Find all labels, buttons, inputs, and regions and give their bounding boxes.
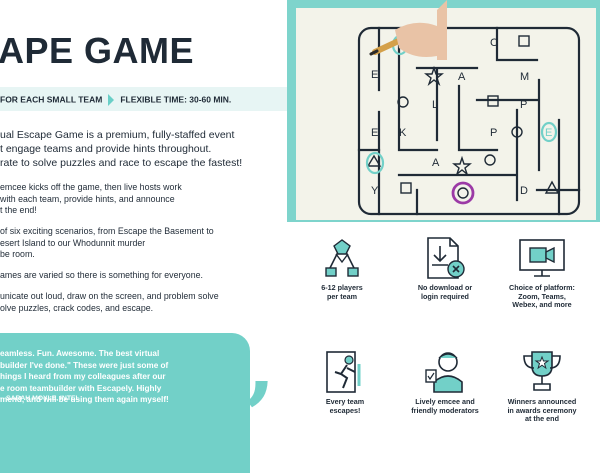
feature-label-platform: Choice of platform: Zoom, Teams, Webex, … bbox=[509, 283, 575, 310]
maze-letter-c: C bbox=[490, 37, 498, 49]
feature-label-winners: Winners announced in awards ceremony at … bbox=[507, 397, 577, 424]
feature-label-emcee: Lively emcee and friendly moderators bbox=[411, 397, 479, 415]
maze-letter-e: E bbox=[371, 69, 378, 81]
maze-letter-a: A bbox=[458, 71, 466, 83]
hand-pencil-icon bbox=[369, 0, 447, 60]
host-moderator-icon bbox=[425, 352, 463, 393]
testimonial-text: eamless. Fun. Awesome. The best virtual … bbox=[0, 349, 169, 405]
paragraph-emcee: emcee kicks off the game, then live host… bbox=[0, 182, 182, 215]
paragraph-communicate: unicate out loud, draw on the screen, an… bbox=[0, 291, 219, 313]
maze-letter-m: M bbox=[520, 71, 529, 83]
paragraph-scenarios: of six exciting scenarios, from Escape t… bbox=[0, 226, 214, 259]
maze-letter-p2: P bbox=[490, 127, 497, 139]
intro-text: ual Escape Game is a premium, fully-staf… bbox=[0, 129, 243, 169]
maze-letter-e2: E bbox=[371, 127, 378, 139]
team-hands-icon bbox=[325, 239, 359, 277]
maze-letter-p: P bbox=[520, 99, 527, 111]
feature-label-players: 6-12 players per team bbox=[321, 283, 363, 301]
maze-letter-d: D bbox=[520, 185, 528, 197]
maze-letter-e3: E bbox=[545, 127, 552, 139]
maze-letter-k: K bbox=[399, 127, 407, 139]
banner-time: FLEXIBLE TIME: 30-60 MIN. bbox=[120, 94, 232, 105]
testimonial-author: - SARAH MOYLE, INTEL bbox=[0, 395, 80, 402]
video-platform-icon bbox=[519, 239, 565, 277]
maze-letter-l: L bbox=[432, 99, 438, 111]
paragraph-variety: ames are varied so there is something fo… bbox=[0, 270, 203, 280]
banner-team-size: FOR EACH SMALL TEAM bbox=[0, 94, 103, 105]
running-exit-icon bbox=[326, 351, 361, 393]
page-title: APE GAME bbox=[0, 30, 195, 71]
download-blocked-icon bbox=[427, 237, 465, 279]
feature-label-no-download: No download or login required bbox=[417, 283, 473, 301]
banner-text: FOR EACH SMALL TEAM FLEXIBLE TIME: 30-60 … bbox=[0, 94, 231, 106]
maze-drawing: S C E A M L P E K P E A Y D O bbox=[357, 0, 581, 216]
maze-letter-y: Y bbox=[371, 185, 379, 197]
quote-mark-icon: ” bbox=[222, 362, 275, 470]
maze-letter-a2: A bbox=[432, 157, 440, 169]
chevron-right-icon bbox=[108, 94, 115, 106]
feature-label-escapes: Every team escapes! bbox=[325, 397, 365, 415]
info-banner bbox=[0, 87, 300, 111]
trophy-icon bbox=[523, 351, 561, 391]
